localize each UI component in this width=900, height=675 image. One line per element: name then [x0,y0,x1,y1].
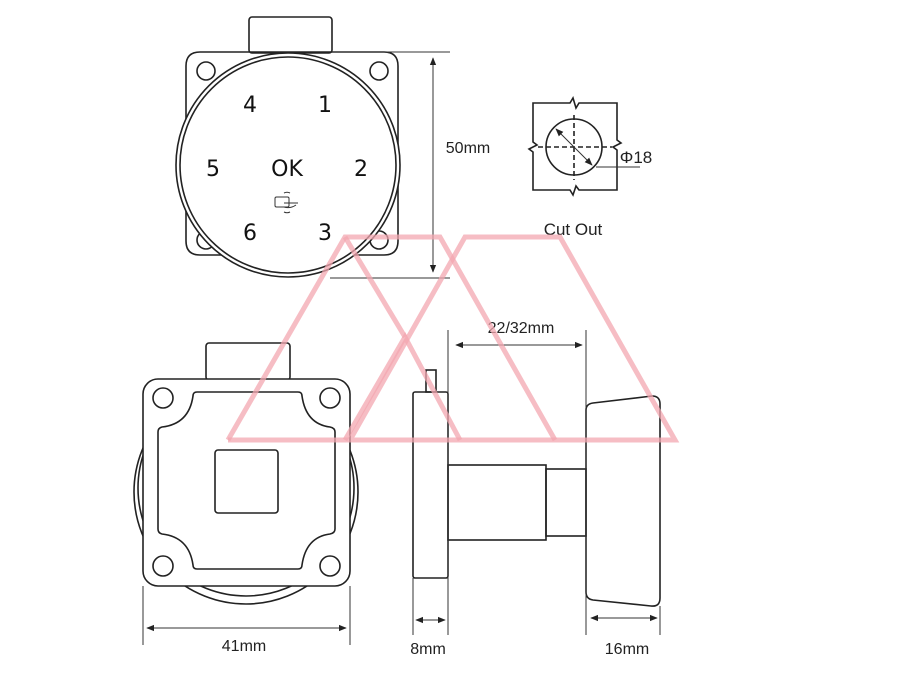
knob [585,395,661,607]
front-view: 4 1 5 OK 2 6 3 50mm [175,16,490,279]
cut-out-title: Cut Out [544,220,603,239]
mount-hole [319,387,341,409]
key-3: 3 [318,221,332,246]
watermark-logo [225,234,680,443]
back-inner-frame [157,391,336,570]
keypad-outer-ring [175,52,401,278]
shaft-dimension-label: 22/32mm [488,320,555,337]
mount-hole [196,61,216,81]
spindle-square [214,449,279,514]
shaft-neck [545,468,587,537]
cut-out-panel [527,96,623,197]
mount-hole [152,555,174,577]
front-plate [185,51,399,256]
key-4: 4 [243,93,257,118]
key-5: 5 [206,157,220,182]
side-plate [412,391,449,579]
width-dimension-label: 41mm [222,638,266,655]
key-6: 6 [243,221,257,246]
mount-hole [369,61,389,81]
back-view: 41mm [133,342,359,655]
card-tap-icon [274,191,298,214]
back-latch-tab [205,342,291,381]
diameter-label: Φ18 [620,148,652,167]
plate-dimension-label: 8mm [410,641,446,658]
knob-dimension-label: 16mm [605,641,649,658]
cut-out-view: Φ18 Cut Out [527,96,652,239]
diameter-arrow [555,128,593,166]
height-dimension-label: 50mm [446,140,490,157]
keypad-inner-ring [179,56,397,274]
key-1: 1 [318,93,332,118]
front-latch-tab [248,16,333,54]
mount-hole [319,555,341,577]
shaft-body [447,464,547,541]
mount-hole [152,387,174,409]
back-plate [142,378,351,587]
side-view: 22/32mm 8mm 16mm [410,320,661,658]
key-2: 2 [354,157,368,182]
key-ok: OK [271,157,303,182]
